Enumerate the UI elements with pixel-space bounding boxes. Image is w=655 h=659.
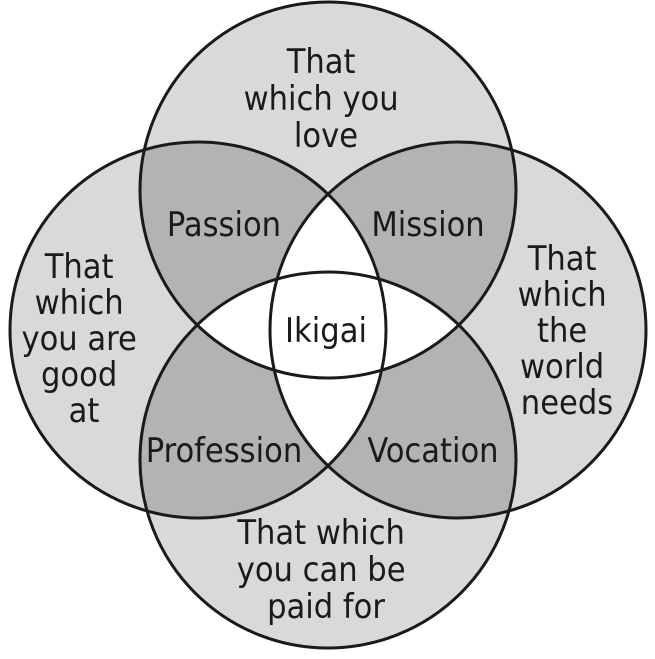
label-paid-for-line: paid for: [267, 587, 385, 627]
circle-outlines: [8, 0, 648, 650]
label-love-line: love: [294, 116, 358, 156]
label-good-at: That which you are good at: [21, 247, 146, 431]
label-world-needs: That which the world needs: [518, 239, 617, 423]
circle-left-outline: [8, 140, 388, 520]
label-love-line: which you: [244, 79, 399, 119]
label-paid-for-line: That which: [236, 513, 405, 553]
label-paid-for: That which you can be paid for: [236, 513, 415, 627]
label-world-needs-line: That: [527, 239, 597, 279]
label-good-at-line: at: [69, 391, 100, 431]
label-world-needs-line: needs: [521, 383, 613, 423]
label-world-needs-line: world: [520, 347, 604, 387]
label-passion: Passion: [167, 205, 281, 245]
overlap-profession-region: [140, 272, 386, 518]
label-profession: Profession: [146, 431, 302, 471]
circle-right-outline: [268, 140, 648, 520]
label-good-at-line: which: [35, 283, 124, 323]
label-good-at-line: That: [44, 247, 114, 287]
label-good-at-line: good: [41, 355, 117, 395]
label-paid-for-line: you can be: [237, 550, 406, 590]
label-good-at-line: you are: [21, 319, 136, 359]
label-world-needs-line: the: [537, 311, 587, 351]
circle-bottom-outline: [138, 270, 518, 650]
label-mission: Mission: [371, 205, 484, 245]
label-love: That which you love: [244, 42, 409, 156]
label-world-needs-line: which: [518, 275, 607, 315]
overlap-vocation-region: [270, 272, 516, 518]
label-ikigai: Ikigai: [285, 311, 367, 351]
pair-overlaps: [140, 142, 516, 518]
label-vocation: Vocation: [367, 431, 498, 471]
circle-top-outline: [138, 0, 518, 380]
label-love-line: That: [286, 42, 356, 82]
